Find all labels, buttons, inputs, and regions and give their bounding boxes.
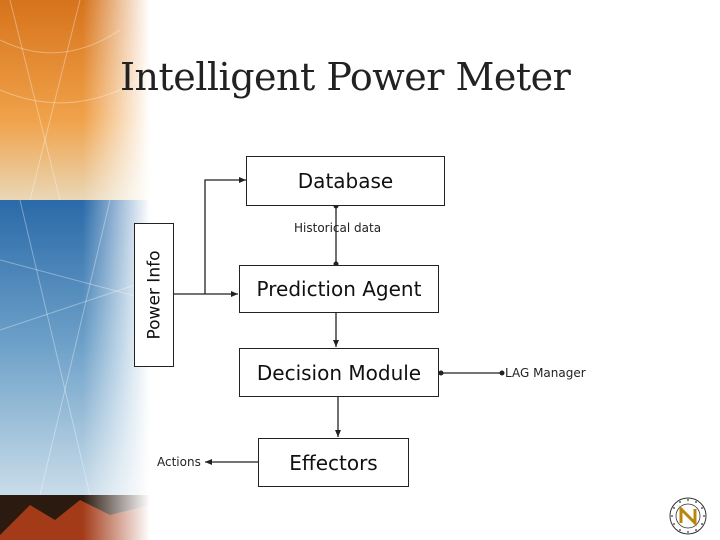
database-node: Database [246, 156, 445, 206]
historical-data-label: Historical data [294, 221, 382, 235]
decision-module-node: Decision Module [239, 348, 439, 397]
decorative-side-strip [0, 0, 150, 540]
power-info-to-database-connector [204, 177, 246, 294]
university-seal-icon [669, 497, 707, 535]
lag-manager-label: LAG Manager [505, 366, 586, 380]
effectors-label: Effectors [289, 450, 378, 475]
actions-label: Actions [157, 455, 201, 469]
prediction-agent-label: Prediction Agent [256, 277, 422, 301]
power-info-label: Power Info [144, 250, 165, 340]
effectors-node: Effectors [258, 438, 409, 487]
slide-title: Intelligent Power Meter [120, 55, 571, 99]
power-info-box: Power Info [134, 223, 174, 367]
decision-module-label: Decision Module [256, 360, 422, 385]
prediction-agent-node: Prediction Agent [239, 265, 439, 313]
database-label: Database [297, 169, 394, 193]
